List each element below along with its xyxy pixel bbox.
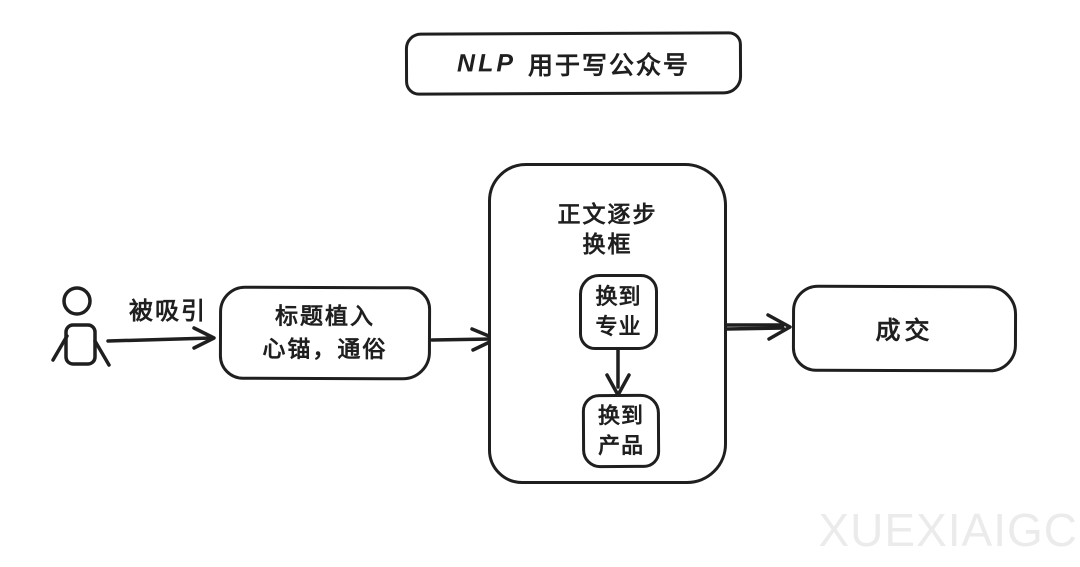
hook-line1: 标题植入	[275, 302, 376, 329]
body-frame-line1: 正文逐步	[557, 201, 658, 227]
arrow-person-to-hook	[106, 326, 216, 350]
deal-label: 成交	[875, 316, 934, 345]
step-product-line2: 产品	[597, 432, 645, 459]
hook-line2: 心锚，通俗	[262, 335, 388, 363]
deal-box: 成交	[791, 284, 1018, 373]
person-icon	[51, 286, 111, 367]
step-product-box: 换到 产品	[581, 393, 661, 469]
body-frame-box: 正文逐步 换框 换到 专业 换到 产品	[488, 163, 727, 484]
hook-box: 标题植入 心锚，通俗	[218, 285, 432, 381]
title-suffix: 用于写公众号	[527, 50, 691, 80]
step-product-line1: 换到	[597, 403, 644, 429]
arrow-body-to-deal	[725, 313, 792, 341]
arrow-professional-to-product	[605, 347, 631, 397]
step-professional-box: 换到 专业	[579, 274, 658, 350]
watermark-text: XUEXIAIGC	[818, 504, 1078, 556]
body-frame-line2: 换框	[582, 231, 633, 258]
edge-label-attracted: 被吸引	[129, 298, 207, 325]
title-box: NLP 用于写公众号	[404, 31, 743, 96]
step-professional-line1: 换到	[595, 284, 642, 310]
title-prefix: NLP	[456, 49, 517, 78]
step-professional-line2: 专业	[595, 314, 642, 339]
